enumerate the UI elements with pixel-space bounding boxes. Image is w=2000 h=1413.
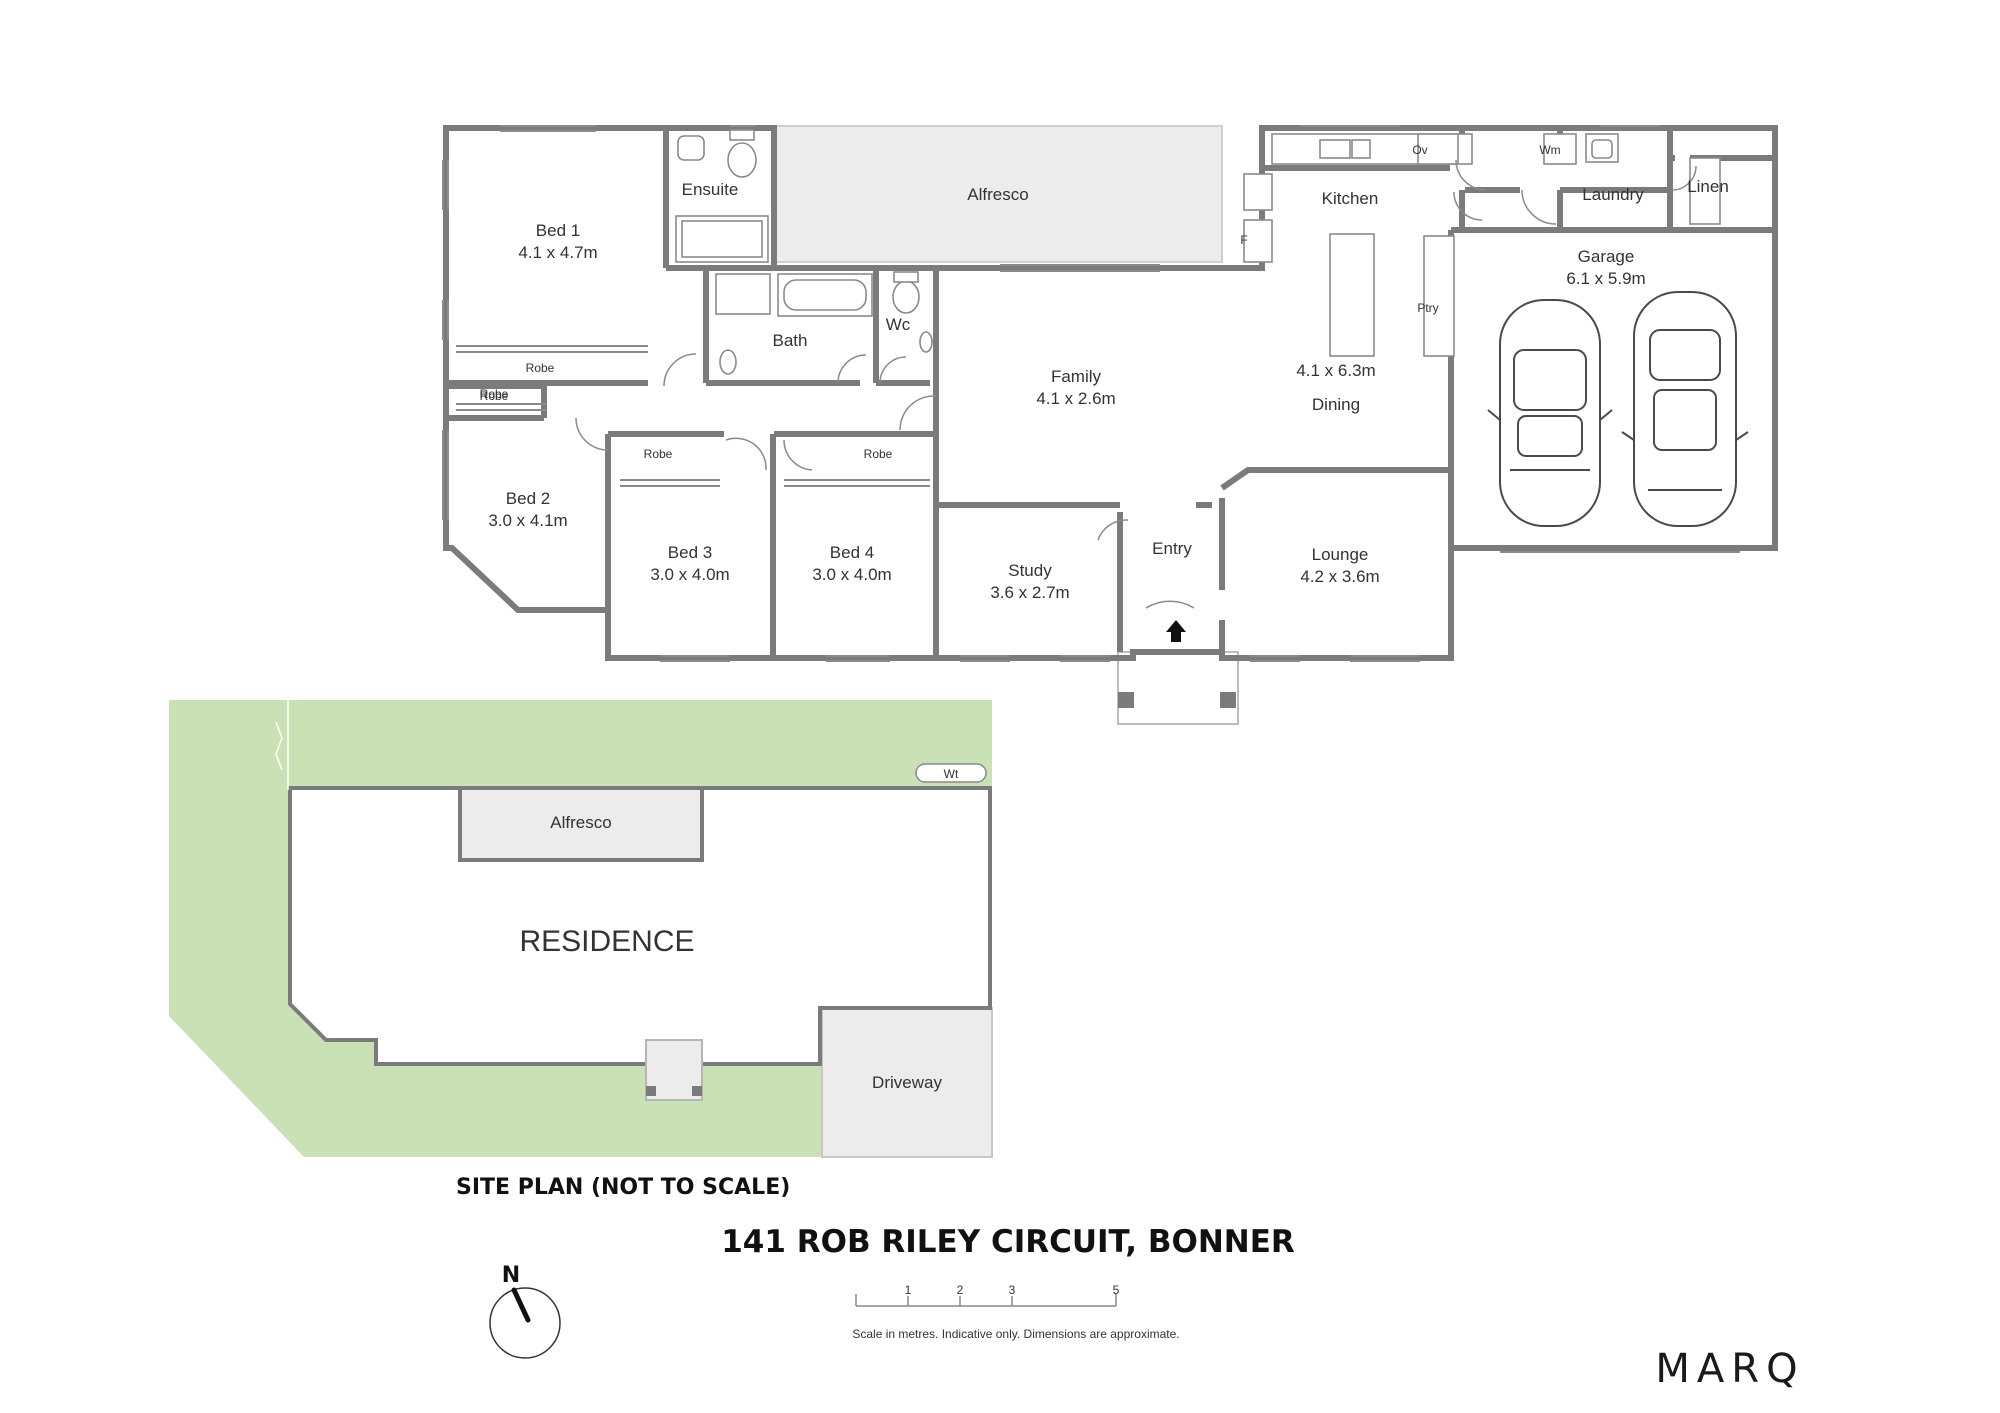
- family-dimensions: 4.1 x 2.6m: [1036, 389, 1115, 408]
- bed3-label: Bed 3: [668, 543, 712, 562]
- porch-area: [1117, 651, 1239, 725]
- site-water-tank: [915, 763, 987, 783]
- compass-north-label: N: [502, 1263, 520, 1288]
- floor-plan-main: Bed 1 4.1 x 4.7m Ensuite Alfresco Robe R…: [442, 125, 1778, 725]
- site-porch-post: [692, 1086, 702, 1096]
- ensuite-fixtures: [675, 129, 769, 263]
- kitchen-fixtures: [1243, 133, 1721, 357]
- entry-label: Entry: [1152, 539, 1192, 558]
- site-driveway-label: Driveway: [872, 1073, 942, 1092]
- robe-label: Robe: [864, 447, 893, 461]
- study-label: Study: [1008, 561, 1052, 580]
- alfresco-label: Alfresco: [967, 185, 1028, 204]
- site-water-tank-label: Wt: [944, 767, 959, 781]
- garage-dimensions: 6.1 x 5.9m: [1566, 269, 1645, 288]
- robe-lines: [456, 345, 930, 487]
- car-icon: [1621, 291, 1749, 527]
- site-porch-post: [646, 1086, 656, 1096]
- site-residence-label: RESIDENCE: [519, 925, 694, 958]
- garage-label: Garage: [1578, 247, 1635, 266]
- study-dimensions: 3.6 x 2.7m: [990, 583, 1069, 602]
- washer-label: Wm: [1539, 143, 1560, 157]
- dining-label: Dining: [1312, 395, 1360, 414]
- bed3-dimensions: 3.0 x 4.0m: [650, 565, 729, 584]
- bathroom-fixtures: [715, 271, 933, 375]
- porch-post-right: [1220, 692, 1236, 708]
- kitchen-label: Kitchen: [1322, 189, 1379, 208]
- bed4-dimensions: 3.0 x 4.0m: [812, 565, 891, 584]
- scale-note: Scale in metres. Indicative only. Dimens…: [852, 1327, 1179, 1341]
- site-plan: Wt Alfresco RESIDENCE Driveway: [169, 700, 993, 1158]
- lounge-label: Lounge: [1312, 545, 1369, 564]
- bed4-label: Bed 4: [830, 543, 874, 562]
- windows: [442, 125, 1740, 662]
- site-driveway: [821, 1007, 993, 1158]
- scale-tick-label: 3: [1009, 1283, 1016, 1297]
- bed2-label: Bed 2: [506, 489, 550, 508]
- site-alfresco: [458, 786, 704, 862]
- north-compass-icon: N: [489, 1263, 561, 1359]
- scale-tick-label: 5: [1113, 1283, 1120, 1297]
- bed1-label: Bed 1: [536, 221, 580, 240]
- scale-tick-label: 1: [905, 1283, 912, 1297]
- robe-label: Robe: [644, 447, 673, 461]
- family-label: Family: [1051, 367, 1102, 386]
- robe-label: Robe: [480, 387, 509, 401]
- car-icon: [1487, 299, 1613, 527]
- fridge-label: F: [1240, 233, 1247, 247]
- wc-label: Wc: [886, 315, 911, 334]
- bath-label: Bath: [773, 331, 808, 350]
- laundry-label: Laundry: [1582, 185, 1644, 204]
- porch-post-left: [1118, 692, 1134, 708]
- scale-bar: 1 2 3 5: [855, 1283, 1120, 1307]
- robe-label: Robe: [526, 361, 555, 375]
- linen-label: Linen: [1687, 177, 1729, 196]
- inner-walls: [446, 128, 1775, 658]
- alfresco-area: [773, 125, 1223, 263]
- bed2-dimensions: 3.0 x 4.1m: [488, 511, 567, 530]
- brand-logo: MARQ: [1655, 1346, 1804, 1392]
- scale-tick-label: 2: [957, 1283, 964, 1297]
- bed1-dimensions: 4.1 x 4.7m: [518, 243, 597, 262]
- robe-label: Robe: [480, 389, 509, 403]
- pantry-label: Ptry: [1417, 301, 1438, 315]
- oven-label: Ov: [1412, 143, 1427, 157]
- site-gate-icon: [275, 721, 283, 771]
- ensuite-label: Ensuite: [682, 180, 739, 199]
- dining-dimensions: 4.1 x 6.3m: [1296, 361, 1375, 380]
- door-swings: [575, 159, 1697, 609]
- site-plan-caption: SITE PLAN (NOT TO SCALE): [456, 1175, 790, 1200]
- property-address: 141 ROB RILEY CIRCUIT, BONNER: [721, 1224, 1295, 1260]
- site-alfresco-label: Alfresco: [550, 813, 611, 832]
- entry-arrow-icon: [1166, 620, 1186, 642]
- lounge-dimensions: 4.2 x 3.6m: [1300, 567, 1379, 586]
